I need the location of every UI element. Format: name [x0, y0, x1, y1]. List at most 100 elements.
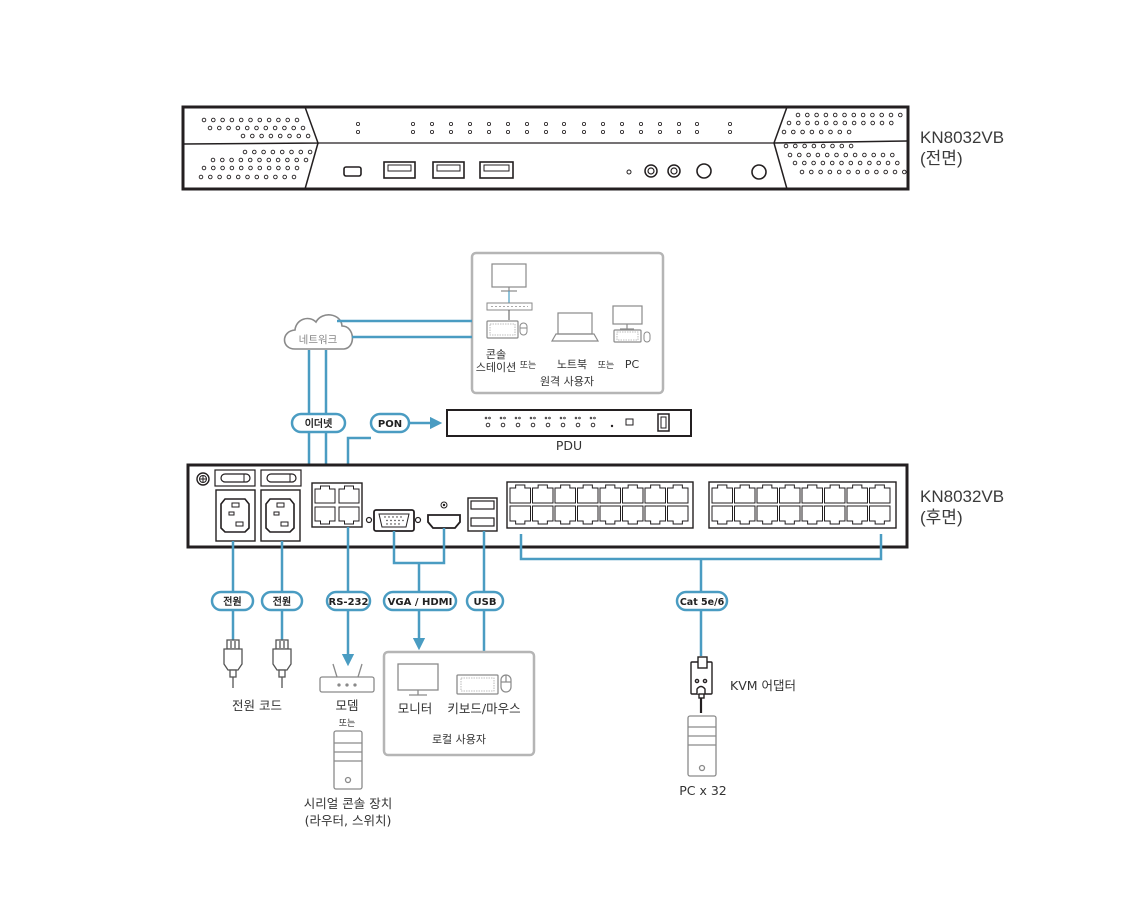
vent-hole	[890, 152, 895, 158]
led-icon	[593, 416, 596, 420]
led-icon	[562, 122, 567, 127]
vent-hole	[830, 143, 835, 149]
vent-hole	[303, 157, 309, 163]
vent-hole	[895, 160, 900, 166]
vent-hole	[892, 169, 898, 175]
pc-label: PC	[625, 358, 640, 371]
vent-hole	[287, 133, 292, 139]
vent-hole	[851, 112, 857, 118]
led-icon	[355, 122, 360, 127]
rj45-port-icon	[779, 484, 801, 504]
svg-text:VGA / HDMI: VGA / HDMI	[388, 597, 453, 608]
vent-hole	[824, 152, 830, 158]
rj45-port-icon	[779, 505, 801, 525]
vent-hole	[289, 149, 294, 155]
usb-port-icon	[479, 161, 514, 179]
vent-hole	[279, 149, 285, 155]
vent-hole	[870, 120, 875, 126]
rj45-port-icon	[532, 484, 554, 504]
vent-hole	[783, 143, 789, 149]
vent-hole	[861, 120, 866, 126]
rj45-port-icon	[846, 505, 868, 525]
vent-hole	[843, 152, 849, 158]
vent-hole	[201, 117, 207, 123]
audio-jack-icon	[644, 164, 658, 178]
rj45-port-icon	[824, 505, 846, 525]
vent-hole	[235, 125, 241, 131]
vent-hole	[259, 133, 264, 139]
led-icon	[525, 122, 530, 127]
vent-hole	[291, 125, 296, 131]
vent-hole	[879, 112, 884, 118]
modem-label: 모뎀	[335, 698, 358, 713]
led-icon	[533, 416, 536, 420]
rj45-port-icon	[869, 505, 891, 525]
keyboard-mouse-label: 키보드/마우스	[447, 701, 520, 716]
outlet-led-icon	[485, 422, 491, 428]
vent-hole	[248, 165, 253, 171]
vent-hole	[272, 125, 278, 131]
vent-hole	[855, 169, 861, 175]
vent-hole	[839, 160, 844, 166]
usb-port-icon	[467, 497, 498, 532]
serial-device-examples: (라우터, 스위치)	[305, 813, 392, 828]
rj45-port-icon	[577, 484, 599, 504]
or-label: 또는	[598, 360, 615, 371]
vent-hole	[294, 165, 300, 171]
led-icon	[544, 416, 548, 420]
vent-hole	[266, 117, 272, 123]
power-inlet-icon	[260, 489, 301, 542]
vent-hole	[305, 133, 311, 139]
monitor-label: 모니터	[398, 701, 433, 716]
vent-hole	[836, 169, 842, 175]
vent-hole	[296, 133, 302, 139]
vent-hole	[257, 165, 263, 171]
vent-hole	[294, 117, 300, 123]
vent-hole	[793, 143, 798, 149]
vent-hole	[277, 133, 283, 139]
led-icon	[544, 129, 549, 134]
remote-users-group: 콘솔 스테이션 또는 노트북 또는 PC 원격 사용자	[470, 251, 665, 395]
vent-hole	[834, 152, 839, 158]
led-icon	[658, 122, 663, 127]
vent-hole	[828, 129, 833, 135]
front-panel-subtitle: (전면)	[920, 149, 963, 168]
vent-hole	[864, 169, 870, 175]
led-icon	[503, 416, 506, 420]
serial-console-device-icon	[333, 730, 363, 790]
power-button-icon	[751, 164, 767, 180]
modem-icon	[319, 663, 375, 693]
outlet-led-icon	[530, 422, 536, 428]
svg-text:RS-232: RS-232	[329, 597, 369, 608]
rj45-port-icon	[711, 484, 733, 504]
led-icon	[448, 129, 453, 134]
vent-hole	[805, 112, 810, 118]
power-plug-icon	[272, 639, 292, 688]
lan-port-block	[311, 482, 363, 528]
vent-hole	[876, 160, 881, 166]
power-switch-icon	[214, 469, 256, 487]
vent-hole	[806, 152, 811, 158]
front-panel	[181, 105, 910, 191]
serial-device-label: 시리얼 콘솔 장치	[304, 796, 392, 811]
vent-hole	[220, 157, 225, 163]
vent-hole	[814, 120, 820, 126]
led-icon	[488, 416, 491, 420]
vent-hole	[282, 125, 287, 131]
vent-hole	[805, 120, 810, 126]
vent-hole	[852, 152, 858, 158]
console-station-icon	[486, 302, 533, 311]
led-icon	[677, 122, 682, 127]
rj45-port-icon	[599, 484, 621, 504]
remote-users-label: 원격 사용자	[540, 375, 594, 388]
led-icon	[620, 122, 625, 127]
led-icon	[658, 129, 663, 134]
rear-panel	[186, 463, 909, 549]
led-icon	[728, 129, 733, 134]
vent-hole	[818, 129, 824, 135]
rj45-port-icon	[644, 484, 666, 504]
vent-hole	[799, 169, 805, 175]
mouse-icon	[500, 674, 512, 693]
vent-hole	[823, 112, 829, 118]
led-icon	[484, 416, 488, 420]
